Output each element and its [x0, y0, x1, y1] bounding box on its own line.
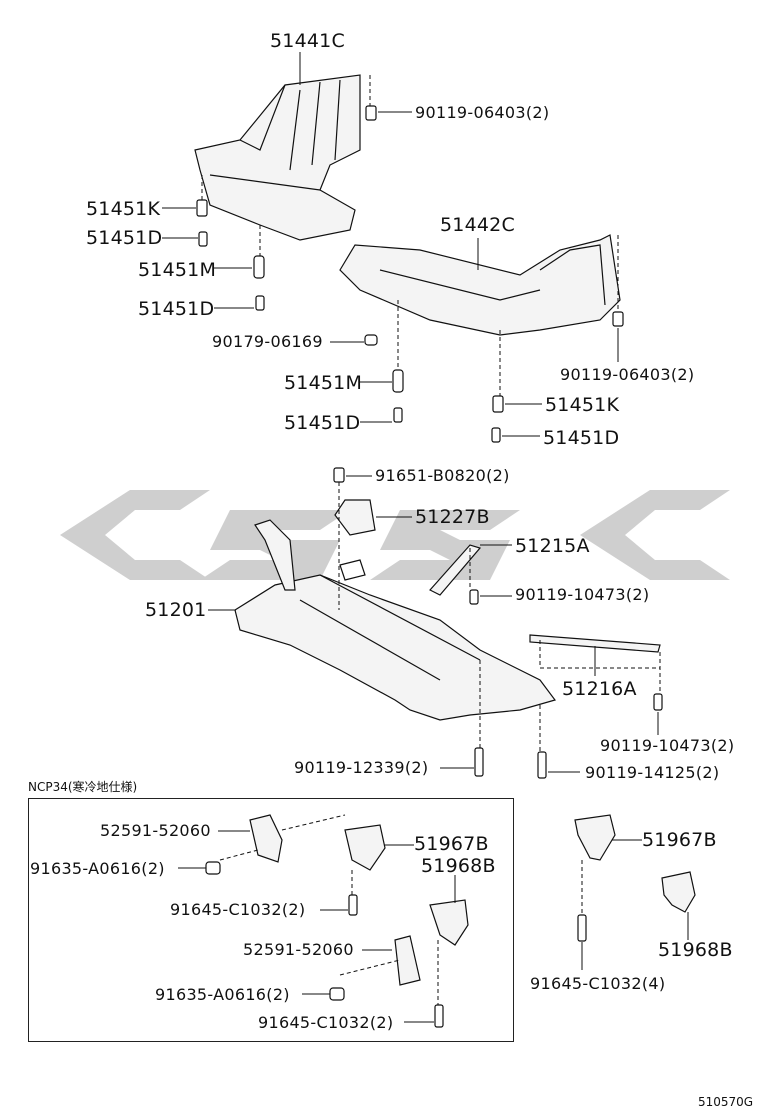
undercover-51441c [194, 74, 361, 241]
label-51227b: 51227B [415, 506, 490, 528]
inset-title: NCP34(寒冷地仕様) [28, 780, 138, 794]
crossmember-51201 [234, 519, 557, 721]
label-51201: 51201 [145, 599, 207, 621]
label-91635-a0616-b: 91635-A0616(2) [155, 985, 290, 1004]
bracket-51968b [661, 871, 696, 913]
cold-climate-inset [28, 798, 514, 1042]
bracket-51968b-inset [429, 899, 469, 946]
label-91651-b0820: 91651-B0820(2) [375, 466, 510, 485]
label-91645-c1032-c: 91645-C1032(4) [530, 974, 666, 993]
assembly-lines [201, 75, 661, 1005]
label-52591-52060-a: 52591-52060 [100, 821, 211, 840]
label-51441c: 51441C [270, 30, 345, 52]
fasteners [196, 105, 663, 1028]
label-51967b-b: 51967B [642, 829, 717, 851]
label-51215a: 51215A [515, 535, 590, 557]
label-51451d-c: 51451D [284, 412, 361, 434]
label-51451d-a: 51451D [86, 227, 163, 249]
label-90119-06403-a: 90119-06403(2) [415, 103, 550, 122]
label-51968b-b: 51968B [658, 939, 733, 961]
label-51216a: 51216A [562, 678, 637, 700]
bracket-51227b [334, 499, 376, 536]
bracket-51967b [574, 814, 616, 861]
label-90119-10473-a: 90119-10473(2) [515, 585, 650, 604]
figure-id: 510570G [698, 1095, 754, 1109]
label-91645-c1032-b: 91645-C1032(2) [258, 1013, 394, 1032]
label-91635-a0616-a: 91635-A0616(2) [30, 859, 165, 878]
leader-lines [162, 52, 689, 1023]
label-90179-06169: 90179-06169 [212, 332, 323, 351]
plate-52591-52060-lower [394, 935, 421, 986]
label-91645-c1032-a: 91645-C1032(2) [170, 900, 306, 919]
bracket-51967b-inset [344, 824, 386, 871]
label-51968b-a: 51968B [421, 855, 496, 877]
label-52591-52060-b: 52591-52060 [243, 940, 354, 959]
label-51451m-b: 51451M [284, 372, 363, 394]
plate-52591-52060-upper [249, 814, 283, 863]
label-51451d-b: 51451D [138, 298, 215, 320]
label-51451m-a: 51451M [138, 259, 217, 281]
label-51451k-a: 51451K [86, 198, 161, 220]
brace-51216a [529, 634, 661, 653]
label-51451k-b: 51451K [545, 394, 620, 416]
label-51451d-d: 51451D [543, 427, 620, 449]
label-51442c: 51442C [440, 214, 515, 236]
label-51967b-a: 51967B [414, 833, 489, 855]
label-90119-06403-b: 90119-06403(2) [560, 365, 695, 384]
label-90119-14125: 90119-14125(2) [585, 763, 720, 782]
label-90119-10473-b: 90119-10473(2) [600, 736, 735, 755]
label-90119-12339: 90119-12339(2) [294, 758, 429, 777]
undercover-51442c [339, 234, 621, 336]
brace-51215a [429, 544, 482, 596]
